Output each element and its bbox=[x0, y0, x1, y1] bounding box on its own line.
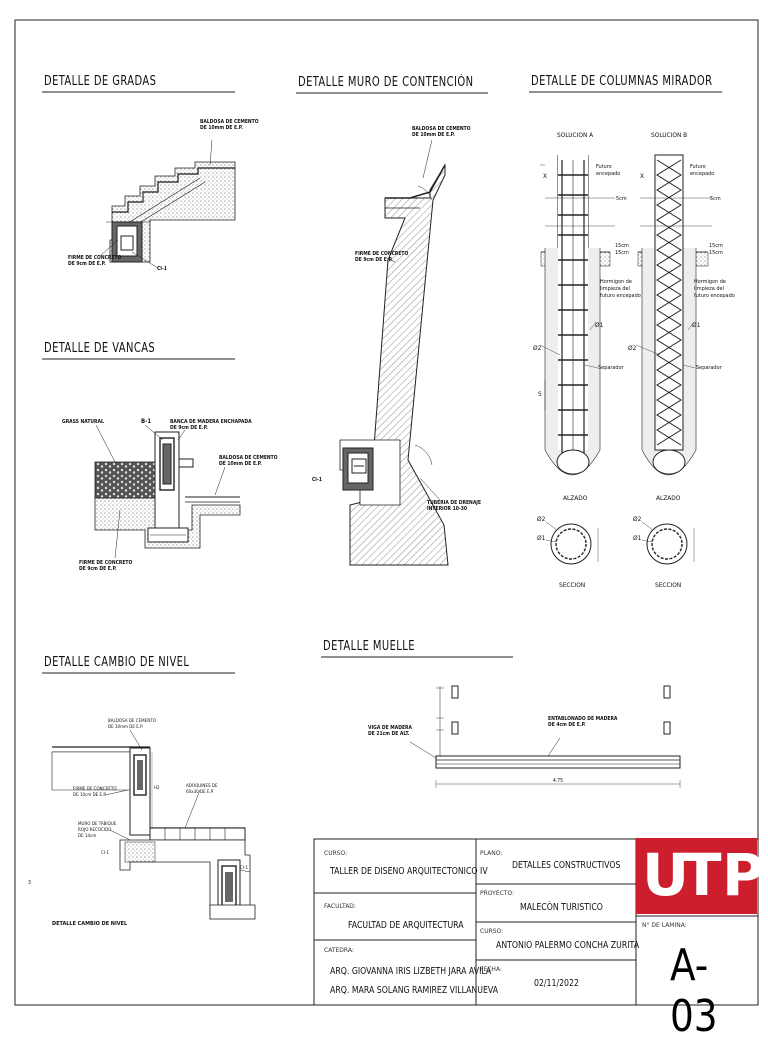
lamina-label: N° DE LAMINA: bbox=[642, 922, 687, 929]
solucion-b-label: SOLUCION B bbox=[651, 131, 688, 139]
x-b-label: X bbox=[640, 172, 645, 180]
cm5-a-label: 5cm bbox=[616, 196, 627, 202]
curso-label: CURSO: bbox=[324, 850, 348, 857]
catedra-value-1: ARQ. GIOVANNA IRIS LIZBETH JARA AVILA bbox=[330, 966, 492, 977]
cambio-ci2-label: CI-1 bbox=[240, 866, 249, 871]
columnas-drawing bbox=[539, 154, 712, 565]
muelle-drawing bbox=[409, 685, 681, 788]
sec-phi1-b-label: Ø1 bbox=[633, 534, 642, 542]
seccion-a-label: SECCION bbox=[559, 581, 586, 589]
plano-value: DETALLES CONSTRUCTIVOS bbox=[512, 860, 621, 871]
muelle-viga-label: VIGA DE MADERA DE 21cm DE ALT. bbox=[368, 725, 412, 737]
seccion-b-label: SECCION bbox=[655, 581, 682, 589]
cambio-muro-label: MURO DE TABIQUE ROJO RECOCIDO DE 14cm bbox=[78, 822, 117, 839]
curso2-label: CURSO: bbox=[480, 928, 504, 935]
cambio-drawing bbox=[51, 729, 256, 920]
alzado-b-label: ALZADO bbox=[656, 494, 681, 502]
muro-drenaje-label: TUBERIA DE DRENAJE INTERIOR 10-30 bbox=[427, 500, 482, 512]
muro-baldosa-label: BALDOSA DE CEMENTO DE 10mm DE E.P. bbox=[412, 126, 471, 138]
cm15-a-label: 15cm 15cm bbox=[615, 243, 629, 256]
sec-phi2-a-label: Ø2 bbox=[537, 515, 546, 523]
alumno-value: ANTONIO PALERMO CONCHA ZURITA bbox=[496, 940, 640, 951]
plano-label: PLANO: bbox=[480, 850, 503, 857]
title-vancas: DETALLE DE VANCAS bbox=[44, 341, 156, 356]
s-a-label: S bbox=[538, 390, 542, 398]
proyecto-value: MALECÓN TURISTICO bbox=[520, 902, 603, 913]
sec-phi1-a-label: Ø1 bbox=[537, 534, 546, 542]
hormigon-a-label: Hormigon de limpieza del futuro encepado bbox=[600, 279, 641, 299]
muro-firme-label: FIRME DE CONCRETO DE 9cm DE E.P. bbox=[355, 251, 409, 263]
separador-b-label: Separador bbox=[696, 365, 722, 371]
utp-logo: U T P bbox=[636, 838, 765, 914]
title-columnas: DETALLE DE COLUMNAS MIRADOR bbox=[531, 74, 713, 89]
utp-logo-t: T bbox=[682, 841, 722, 909]
title-muro: DETALLE MURO DE CONTENCIÓN bbox=[298, 75, 474, 90]
gradas-ci-label: CI-1 bbox=[157, 266, 167, 272]
title-block bbox=[313, 838, 759, 1006]
proyecto-label: PROYECTO: bbox=[480, 890, 515, 897]
phi2-b-label: Ø2 bbox=[628, 344, 637, 352]
sec-phi2-b-label: Ø2 bbox=[633, 515, 642, 523]
cambio-mark: 3 bbox=[28, 880, 31, 886]
cambio-baldosa-label: BALDOSA DE CEMENTO DE 10mm DE E.P. bbox=[108, 719, 156, 730]
cambio-caption: DETALLE CAMBIO DE NIVEL bbox=[52, 921, 128, 927]
solucion-a-label: SOLUCION A bbox=[557, 131, 594, 139]
title-muelle: DETALLE MUELLE bbox=[323, 639, 415, 654]
utp-logo-p: P bbox=[722, 841, 765, 909]
catedra-value-2: ARQ. MARA SOLANG RAMIREZ VILLANUEVA bbox=[330, 985, 499, 996]
hormigon-b-label: Hormigon de limpieza del futuro encepado bbox=[694, 279, 735, 299]
cm15-b-label: 15cm 15cm bbox=[709, 243, 723, 256]
phi1-b-label: Ø1 bbox=[692, 321, 701, 329]
gradas-firme-label: FIRME DE CONCRETO DE 9cm DE E.P. bbox=[68, 255, 122, 267]
gradas-baldosa-label: BALDOSA DE CEMENTO DE 10mm DE E.P. bbox=[200, 119, 259, 131]
phi1-a-label: Ø1 bbox=[595, 321, 604, 329]
futuro-a-label: Futuro encepado bbox=[596, 164, 621, 177]
title-cambio: DETALLE CAMBIO DE NIVEL bbox=[44, 655, 190, 670]
vancas-banca-label: BANCA DE MADERA ENCHAPADA DE 9cm DE E.P. bbox=[170, 419, 252, 431]
alzado-a-label: ALZADO bbox=[563, 494, 588, 502]
futuro-b-label: Futuro encepado bbox=[690, 164, 715, 177]
fecha-value: 02/11/2022 bbox=[534, 978, 579, 989]
x-a-label: X bbox=[543, 172, 548, 180]
separador-a-label: Separador bbox=[598, 365, 624, 371]
muelle-dim-label: 4.75 bbox=[553, 778, 564, 784]
utp-logo-u: U bbox=[642, 841, 690, 909]
title-gradas: DETALLE DE GRADAS bbox=[44, 74, 157, 89]
cambio-adoquines-label: ADOQUINES DE 60x30 DE E.P. bbox=[186, 784, 218, 795]
lamina-number: A-03 bbox=[670, 940, 718, 1042]
phi2-a-label: Ø2 bbox=[533, 344, 542, 352]
muro-drawing bbox=[339, 139, 449, 566]
facultad-label: FACULTAD: bbox=[324, 903, 356, 910]
cambio-firme-label: FIRME DE CONCRETO DE 10cm DE E.P. bbox=[73, 787, 117, 798]
muelle-entablonado-label: ENTABLONADO DE MADERA DE 4cm DE E.P. bbox=[548, 716, 618, 728]
cambio-ci-label: CI-1 bbox=[101, 851, 110, 856]
cambio-h-label: H2 bbox=[154, 786, 160, 791]
muro-ci-label: CI-1 bbox=[312, 477, 322, 483]
facultad-value: FACULTAD DE ARQUITECTURA bbox=[348, 920, 464, 931]
vancas-baldosa-label: BALDOSA DE CEMENTO DE 10mm DE E.P. bbox=[219, 455, 278, 467]
vancas-drawing bbox=[94, 424, 241, 559]
vancas-grass-label: GRASS NATURAL bbox=[62, 419, 104, 425]
cm5-b-label: 5cm bbox=[710, 196, 721, 202]
curso-value: TALLER DE DISEÑO ARQUITECTONICO IV bbox=[330, 866, 488, 877]
catedra-label: CATEDRA: bbox=[324, 947, 354, 954]
fecha-label: FECHA: bbox=[480, 966, 502, 973]
gradas-drawing bbox=[99, 139, 236, 269]
vancas-firme-label: FIRME DE CONCRETO DE 9cm DE E.P. bbox=[79, 560, 133, 572]
vancas-b1-label: B-1 bbox=[141, 418, 152, 425]
